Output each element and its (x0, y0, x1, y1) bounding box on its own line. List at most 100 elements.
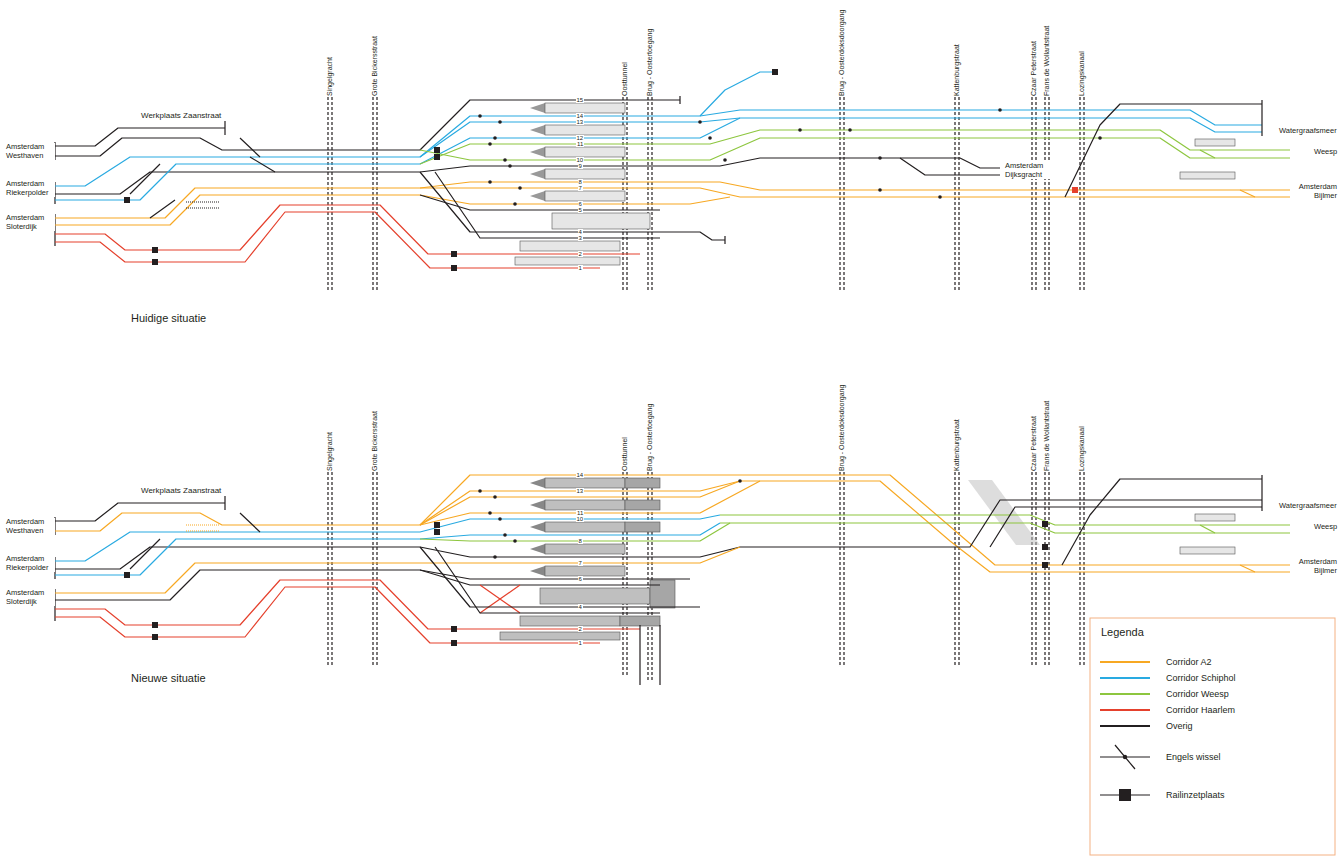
track-line (186, 202, 220, 208)
double-slip-switch (738, 479, 742, 483)
platform (515, 103, 1235, 265)
crossing-zone (968, 480, 1040, 545)
station-label: Weesp (1313, 148, 1338, 157)
legend-text: Corridor A2 (1165, 657, 1213, 667)
rail-insertion-point (1042, 521, 1048, 527)
crossing-label: Czaar Peterstraat (1030, 40, 1038, 97)
platform (620, 616, 660, 626)
track-number: 5 (578, 207, 583, 213)
platform (545, 544, 625, 554)
track-line (300, 515, 720, 532)
double-slip-switch (488, 511, 492, 515)
legend-text: Corridor Haarlem (1165, 705, 1236, 715)
track-line (435, 172, 660, 238)
legend-panel (1123, 755, 1127, 759)
track-line (55, 513, 300, 531)
double-slip-switch (478, 108, 1102, 206)
track-line (300, 500, 1262, 557)
track-line (55, 587, 600, 643)
platform (530, 125, 545, 135)
rail-insertion-point (772, 69, 778, 75)
platform (545, 500, 625, 510)
legend-text: Corridor Schiphol (1165, 673, 1237, 683)
double-slip-switch (498, 120, 502, 124)
track-number: 1 (578, 265, 583, 271)
track-number: 3 (578, 235, 583, 241)
crossing-label: Grote Bickersstraat (371, 35, 379, 97)
track-line (55, 570, 300, 600)
platform (1180, 172, 1235, 179)
track-line (186, 525, 220, 531)
legend-panel (1119, 789, 1131, 801)
rail-insertion-point (1042, 562, 1048, 568)
track-line (435, 547, 660, 613)
legend-title: Legenda (1100, 626, 1145, 639)
double-slip-switch (478, 114, 482, 118)
double-slip-switch (1098, 136, 1102, 140)
platform (1195, 139, 1235, 146)
platform (545, 522, 625, 532)
track-line (900, 158, 1000, 175)
double-slip-switch (503, 533, 507, 537)
double-slip-switch (513, 539, 517, 543)
rail-insertion-point (152, 259, 158, 265)
double-slip-switch (878, 156, 882, 160)
platform (530, 544, 545, 554)
track-line (1065, 100, 1262, 197)
crossing-label: Brug - Oosterdoksdoorgang (838, 384, 846, 472)
track-line (1062, 475, 1262, 565)
platform (530, 566, 545, 576)
legend-text: Engels wissel (1165, 752, 1222, 762)
track-line (990, 507, 1262, 547)
crossing-label: Oosttunnel (621, 61, 629, 97)
station-label: Amsterdam Westhaven (5, 518, 55, 535)
rail-insertion-point (124, 69, 1078, 271)
rail-insertion-point (451, 626, 457, 632)
track-line (420, 188, 1290, 197)
legend-text: Railinzetplaats (1165, 790, 1226, 800)
platform (540, 588, 650, 604)
crossing-label: Singelgracht (326, 56, 334, 97)
platform (520, 241, 620, 251)
track-line (1240, 565, 1255, 572)
platform (530, 169, 545, 179)
platform (1195, 514, 1235, 521)
depot-label: Werkplaats Zaanstraat (140, 111, 222, 120)
platform (530, 191, 545, 201)
platform (552, 213, 650, 229)
double-slip-switch (493, 136, 497, 140)
track-line (55, 503, 225, 521)
track-line (300, 547, 740, 563)
crossing-label: Frans de Wollantstraat (1043, 400, 1051, 472)
double-slip-switch (493, 555, 497, 559)
crossing-label: Grote Bickersstraat (371, 410, 379, 472)
legend-panel (1090, 618, 1335, 855)
rail-insertion-point (152, 247, 158, 253)
rail-insertion-point (434, 522, 440, 528)
track-line (640, 625, 660, 685)
crossing-label: Brug - Oosterdoksdoorgang (838, 9, 846, 97)
double-slip-switch (488, 142, 492, 146)
platform (530, 500, 545, 510)
track-line (55, 547, 300, 569)
rail-insertion-point (451, 251, 457, 257)
crossing-label: Lozingskanaal (1078, 50, 1086, 97)
track-line (720, 523, 1290, 533)
station-label: Weesp (1313, 523, 1338, 532)
station-label: Amsterdam Sloterdijk (5, 214, 55, 231)
double-slip-switch (848, 128, 852, 132)
track-line (55, 138, 300, 156)
station-label: Watergraafsmeer (1278, 502, 1338, 511)
platform (500, 478, 1235, 640)
double-slip-switch (998, 108, 1002, 112)
track-line (420, 481, 1290, 572)
track-number: 7 (578, 185, 583, 191)
station-label: Watergraafsmeer (1278, 127, 1338, 136)
platform (625, 500, 660, 510)
crossing-label: Brug - Oostertoegang (646, 403, 654, 472)
track-line (130, 513, 260, 569)
platform (545, 478, 625, 488)
legend-text: Corridor Weesp (1165, 689, 1230, 699)
